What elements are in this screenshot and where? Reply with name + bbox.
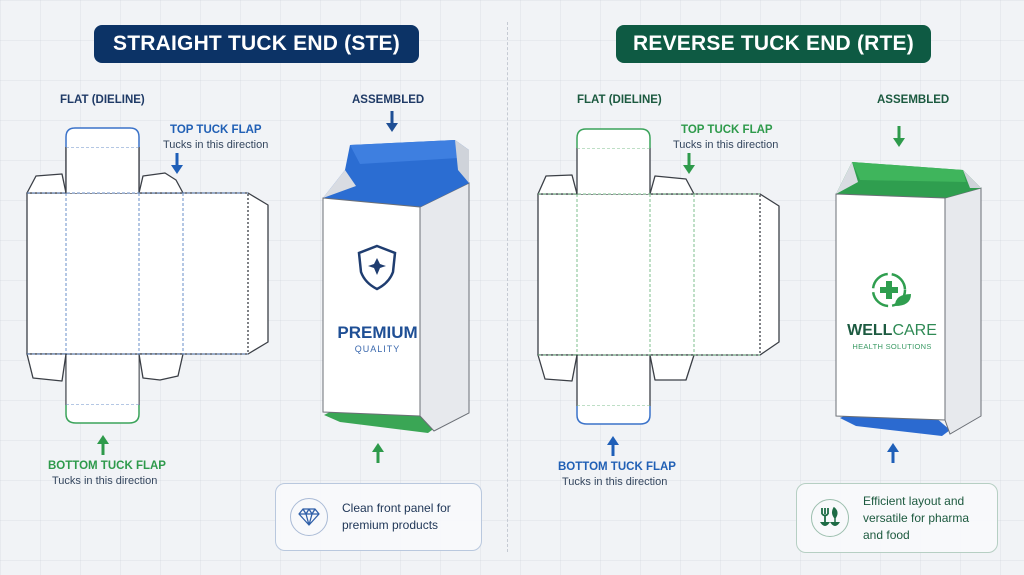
rte-bottom-tuck-flap <box>576 406 651 425</box>
ste-dieline-body <box>26 192 269 355</box>
section-divider <box>507 22 508 552</box>
ste-bottom-flap-title: BOTTOM TUCK FLAP <box>48 460 166 472</box>
rte-assembled-label: ASSEMBLED <box>877 94 950 106</box>
rte-dust-flap-tl <box>537 174 578 195</box>
rte-dust-flap-bl <box>537 354 578 382</box>
ste-assembled-label: ASSEMBLED <box>352 94 425 106</box>
rte-brand-name: WELLCARE <box>842 322 942 340</box>
rte-callout-line2: versatile for pharma <box>863 510 970 525</box>
ste-top-flap-sub: Tucks in this direction <box>163 139 269 151</box>
ste-top-flap-title: TOP TUCK FLAP <box>170 124 262 136</box>
ste-flat-label: FLAT (DIELINE) <box>60 94 145 106</box>
ste-callout-line2: premium products <box>342 518 439 532</box>
rte-brand-tagline: HEALTH SOLUTIONS <box>852 342 932 351</box>
ste-benefit-callout: Clean front panel for premium products <box>275 483 482 551</box>
ste-bottom-panel-sides <box>65 354 140 405</box>
ste-assembled-box <box>322 140 470 433</box>
rte-dust-flap-br <box>649 354 695 381</box>
rte-assembled-box <box>835 162 982 436</box>
rte-top-flap-sub: Tucks in this direction <box>673 139 779 151</box>
rte-bottom-panel <box>577 356 650 406</box>
ste-dust-flap-br <box>138 353 184 381</box>
ste-assembled-arrow <box>386 111 398 132</box>
rte-bottom-flap-arrow <box>607 436 619 456</box>
shield-star-icon <box>357 244 397 291</box>
rte-callout-line1: Efficient layout and <box>863 493 965 508</box>
ste-top-tuck-flap <box>65 127 140 147</box>
ste-top-panel <box>66 147 139 193</box>
ste-dust-flap-tl <box>26 173 67 194</box>
rte-top-tuck-flap <box>576 128 651 148</box>
ste-dust-flap-tr <box>138 172 184 194</box>
rte-dust-flap-tr <box>649 175 695 195</box>
rte-dieline-body <box>537 193 780 356</box>
rte-top-flap-arrow <box>683 153 695 174</box>
rte-dieline <box>537 148 780 406</box>
ste-dieline <box>26 147 269 405</box>
rte-callout-line3: and food <box>863 527 910 542</box>
ste-brand-tagline: QUALITY <box>354 344 401 354</box>
medical-cross-leaf-icon <box>871 272 911 308</box>
ste-top-flap-arrow <box>171 153 183 174</box>
diamond-icon <box>290 498 328 536</box>
rte-assembled-arrow <box>893 126 905 147</box>
rte-bottom-flap-sub: Tucks in this direction <box>562 476 668 488</box>
rte-title: REVERSE TUCK END (RTE) <box>616 25 931 63</box>
ste-bottom-tuck-flap <box>65 405 140 424</box>
rte-top-panel <box>577 148 650 194</box>
rte-flat-label: FLAT (DIELINE) <box>577 94 662 106</box>
ste-bottom-panel <box>66 355 139 405</box>
rte-brand-name-bold: WELL <box>847 322 893 339</box>
rte-bottom-flap-title: BOTTOM TUCK FLAP <box>558 461 676 473</box>
rte-benefit-callout: Efficient layout and versatile for pharm… <box>796 483 998 553</box>
rte-bottom-assembled-arrow <box>887 443 899 463</box>
ste-title: STRAIGHT TUCK END (STE) <box>94 25 419 63</box>
ste-brand-name: PREMIUM <box>337 323 418 342</box>
fork-leaf-icon <box>811 499 849 537</box>
ste-bottom-flap-sub: Tucks in this direction <box>52 475 158 487</box>
ste-bottom-flap-arrow <box>97 435 109 455</box>
ste-bottom-assembled-arrow <box>372 443 384 463</box>
ste-dust-flap-bl <box>26 353 67 382</box>
ste-callout-line1: Clean front panel for <box>342 501 451 515</box>
rte-brand-name-light: CARE <box>892 322 937 339</box>
rte-top-flap-title: TOP TUCK FLAP <box>681 124 773 136</box>
